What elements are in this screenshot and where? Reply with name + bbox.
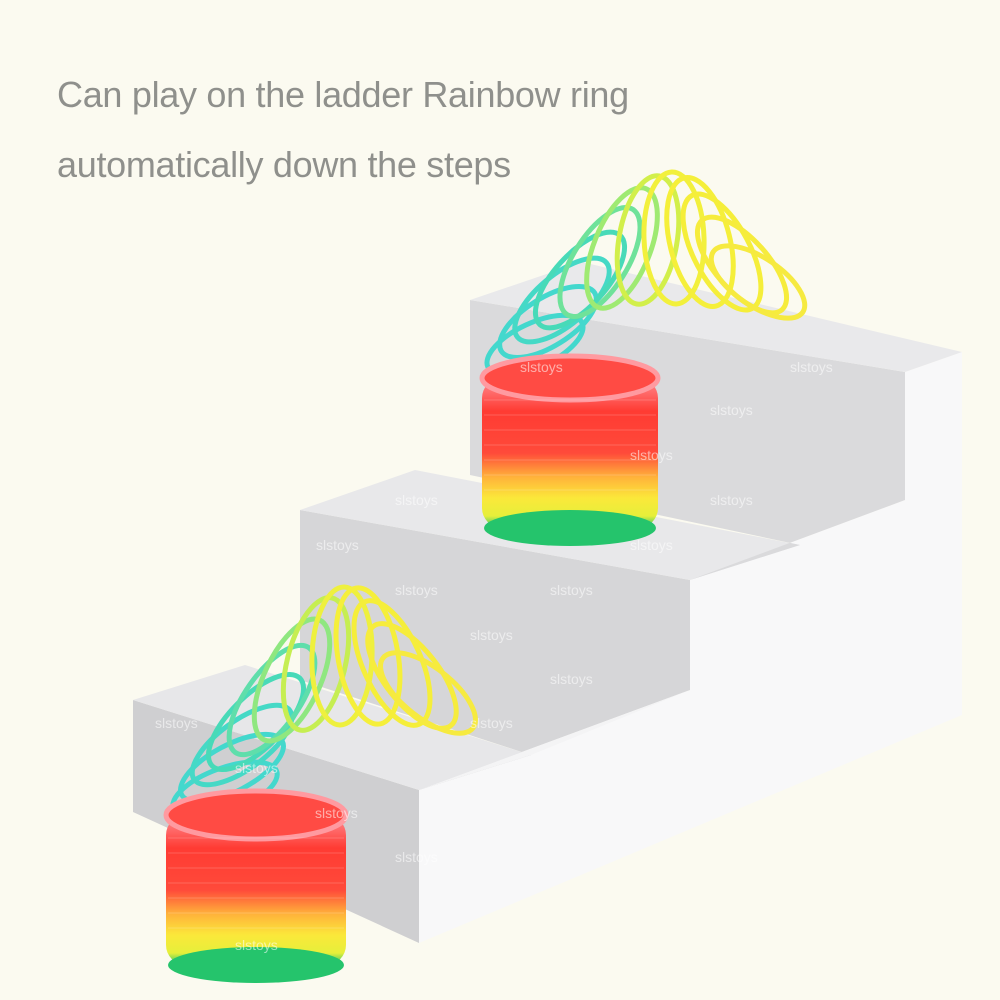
watermark: slstoys <box>395 582 438 598</box>
watermark: slstoys <box>790 359 833 375</box>
watermarks: slstoys slstoys slstoys slstoys slstoys … <box>155 359 833 953</box>
step-2-left-face <box>300 510 690 790</box>
watermark: slstoys <box>630 537 673 553</box>
watermark: slstoys <box>315 805 358 821</box>
watermark: slstoys <box>235 937 278 953</box>
watermark: slstoys <box>550 671 593 687</box>
step-1-riser <box>419 690 690 790</box>
watermark: slstoys <box>155 715 198 731</box>
caption-line-2: automatically down the steps <box>57 144 511 185</box>
watermark: slstoys <box>710 402 753 418</box>
watermark: slstoys <box>395 849 438 865</box>
rainbow-spring-upper <box>479 169 808 546</box>
caption-line-1: Can play on the ladder Rainbow ring <box>57 74 629 115</box>
spring-stack-lower <box>166 815 346 965</box>
watermark: slstoys <box>710 492 753 508</box>
watermark: slstoys <box>630 447 673 463</box>
watermark: slstoys <box>316 537 359 553</box>
product-caption: Can play on the ladder Rainbow ring auto… <box>57 60 629 200</box>
step-1-top <box>133 665 531 790</box>
watermark: slstoys <box>235 760 278 776</box>
watermark: slstoys <box>470 627 513 643</box>
rainbow-spring-lower <box>163 584 478 983</box>
watermark: slstoys <box>470 715 513 731</box>
watermark: slstoys <box>395 492 438 508</box>
stairs-front-face <box>419 352 962 943</box>
spring-stack-upper <box>482 378 658 528</box>
watermark: slstoys <box>520 359 563 375</box>
watermark: slstoys <box>550 582 593 598</box>
